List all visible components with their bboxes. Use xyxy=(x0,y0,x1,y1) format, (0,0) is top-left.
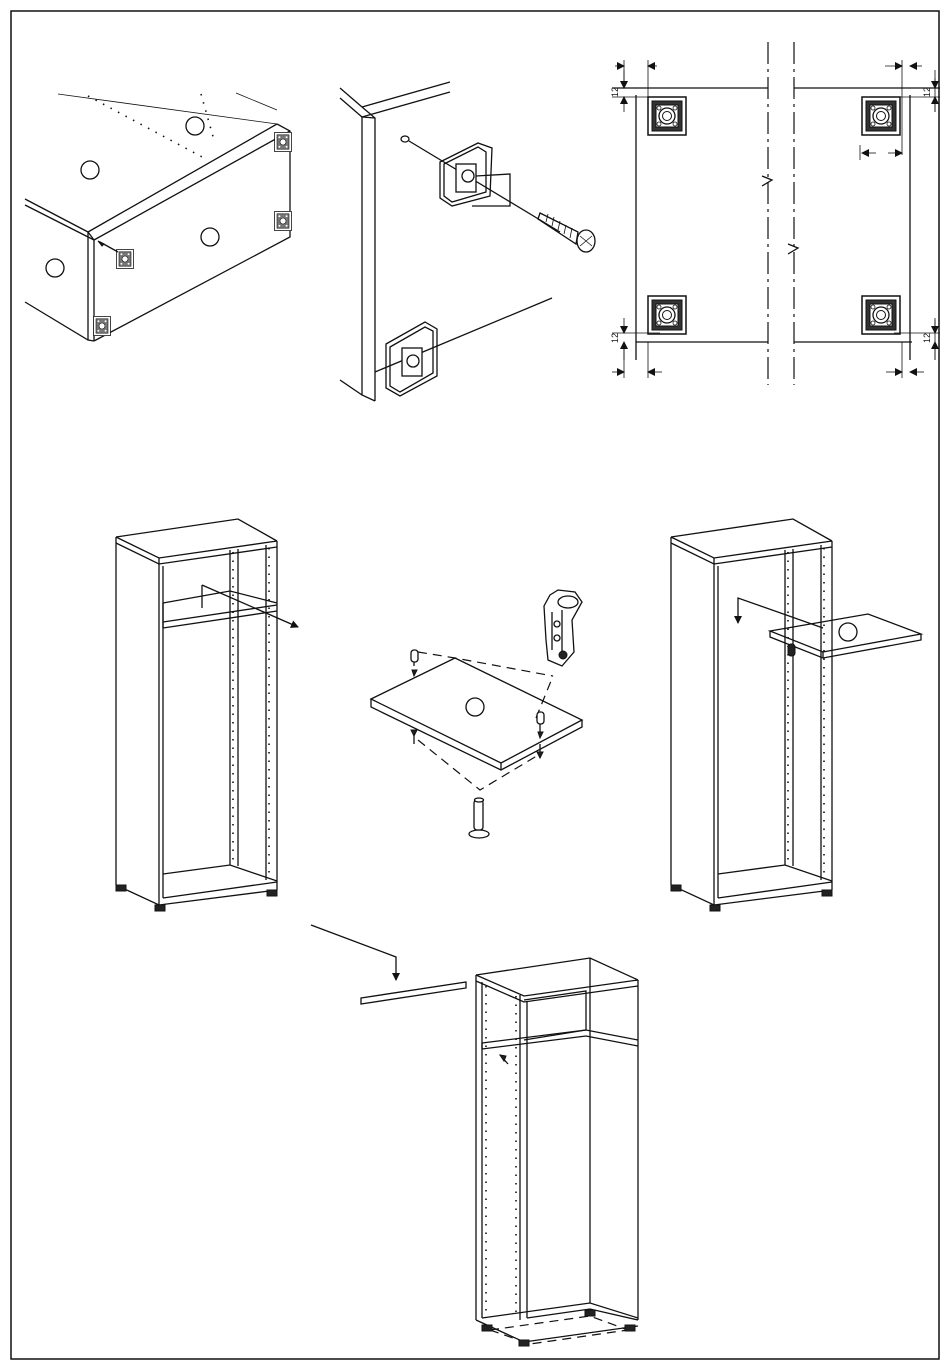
glide-pad-icon xyxy=(94,316,111,335)
glide-pad-top-right-icon xyxy=(862,97,900,135)
step-cabinet-shelf-view-left xyxy=(116,519,298,911)
glide-pad-closeup-icon xyxy=(386,322,437,396)
part-marker-circle xyxy=(81,161,99,179)
glide-pad-bottom-left-icon xyxy=(648,296,686,334)
shelf-pin-icon xyxy=(537,712,544,738)
shelf-support-screw-icon xyxy=(411,730,543,758)
step-glide-screw-detail xyxy=(340,82,595,401)
page-border xyxy=(11,11,939,1359)
hanging-rail-icon xyxy=(361,982,466,1004)
glide-pad-top-left-icon xyxy=(648,97,686,135)
step-cabinet-shelf-view-right xyxy=(671,519,921,911)
part-marker-circle xyxy=(466,698,484,716)
dimension-label-bottom-right: 12 xyxy=(922,333,932,343)
shelf-bracket-icon xyxy=(544,590,582,666)
shelf-pin-icon xyxy=(788,644,795,656)
glide-pad-icon xyxy=(275,211,292,230)
dimension-label-top-right: 12 xyxy=(922,87,932,97)
step-hanging-rail-insertion xyxy=(311,925,638,1346)
step-glide-attach-view xyxy=(25,93,291,341)
dimension-label-top-left: 12 xyxy=(610,87,620,97)
step-glide-placement-plan: 12 12 12 12 xyxy=(610,42,940,385)
glide-center-icon xyxy=(462,170,474,182)
screw-icon xyxy=(538,213,595,252)
part-marker-circle xyxy=(46,259,64,277)
screw-hole-icon xyxy=(401,136,409,142)
part-marker-circle xyxy=(839,623,857,641)
dimension-label-bottom-left: 12 xyxy=(610,333,620,343)
step-shelf-support-detail xyxy=(371,590,582,838)
support-peg-icon xyxy=(469,798,489,838)
glide-pad-icon xyxy=(275,132,292,151)
glide-pad-bottom-right-icon xyxy=(862,296,900,334)
glide-pad-icon xyxy=(117,249,134,268)
part-marker-circle xyxy=(186,117,204,135)
part-marker-circle xyxy=(201,228,219,246)
shelf-pin-icon xyxy=(411,650,418,676)
